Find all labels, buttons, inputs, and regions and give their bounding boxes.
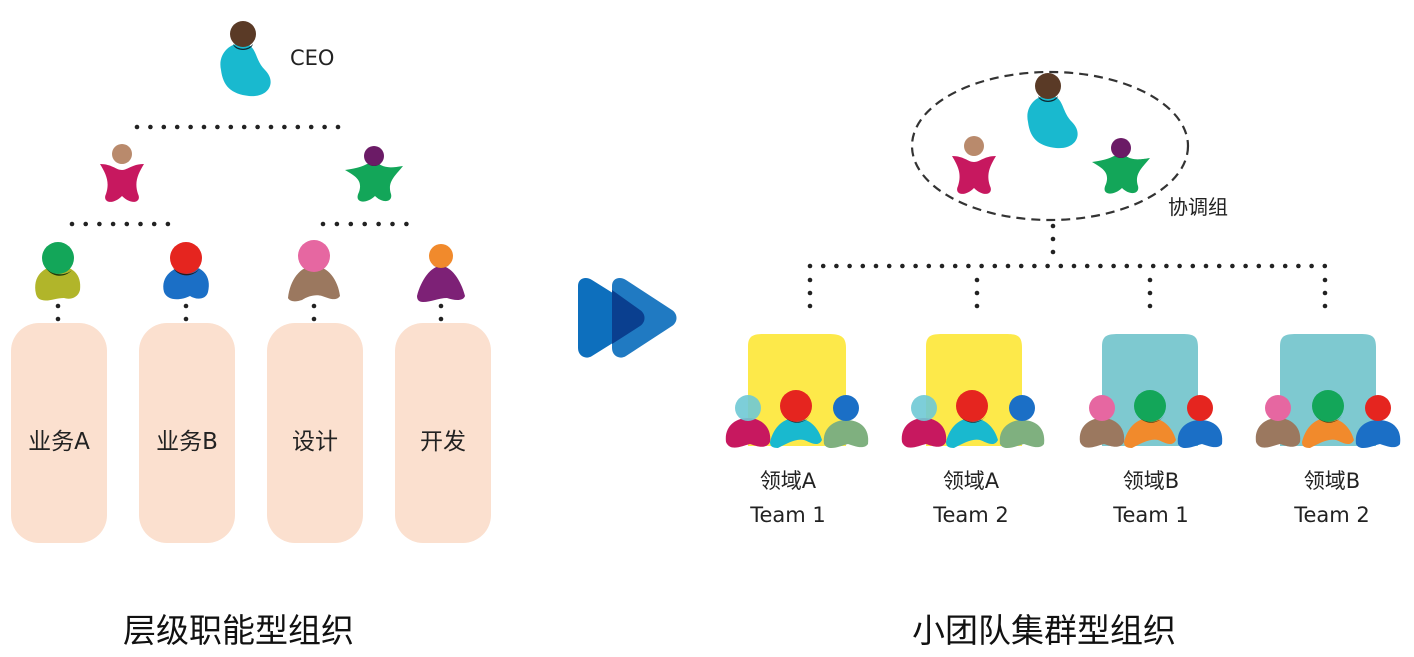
coord-green-person-icon (1092, 138, 1150, 194)
team-domain: 领域B (1122, 469, 1180, 493)
team-label-a2: 领域A Team 2 (901, 464, 1041, 532)
department-panel-biz-a (11, 323, 107, 543)
team-name: Team 1 (1113, 503, 1189, 527)
coord-magenta-person-icon (952, 136, 996, 194)
department-label-design: 设计 (292, 429, 338, 455)
team-members-b2 (1255, 390, 1401, 449)
ceo-label: CEO (290, 46, 335, 70)
team-members-b1 (1079, 390, 1223, 449)
department-panel-biz-b (139, 323, 235, 543)
team-bg-domain-a-1 (748, 334, 846, 446)
coordination-group-label: 协调组 (1168, 195, 1228, 219)
manager-green-person-icon (345, 146, 403, 202)
team-domain: 领域B (1303, 469, 1361, 493)
team-domain: 领域A (759, 469, 817, 493)
lead-brown-person-icon (288, 240, 340, 302)
department-panel-dev (395, 323, 491, 543)
team-domain: 领域A (942, 469, 1000, 493)
left-caption: 层级职能型组织 (123, 611, 354, 650)
department-panel-design (267, 323, 363, 543)
manager-magenta-person-icon (100, 144, 144, 202)
dotted-connectors (55, 124, 1328, 335)
department-label-biz-a: 业务A (28, 429, 90, 455)
ceo-person-icon (220, 21, 271, 97)
department-label-biz-b: 业务B (156, 429, 218, 455)
department-panels (11, 323, 491, 543)
coord-ceo-person-icon (1027, 73, 1078, 149)
lead-blue-person-icon (163, 242, 209, 300)
transition-arrow-icon (578, 278, 677, 358)
team-name: Team 2 (1294, 503, 1370, 527)
team-label-b2: 领域B Team 2 (1262, 464, 1402, 532)
coordination-group-outline (910, 70, 1190, 222)
team-name: Team 2 (933, 503, 1009, 527)
team-name: Team 1 (750, 503, 826, 527)
lead-olive-person-icon (35, 242, 81, 301)
lead-purple-person-icon (417, 244, 465, 302)
department-label-dev: 开发 (420, 429, 466, 455)
right-caption: 小团队集群型组织 (912, 611, 1176, 650)
team-bg-domain-a-2 (926, 334, 1022, 446)
team-label-a1: 领域A Team 1 (718, 464, 858, 532)
team-label-b1: 领域B Team 1 (1081, 464, 1221, 532)
team-members-a2 (901, 390, 1045, 449)
team-members-a1 (725, 390, 869, 449)
